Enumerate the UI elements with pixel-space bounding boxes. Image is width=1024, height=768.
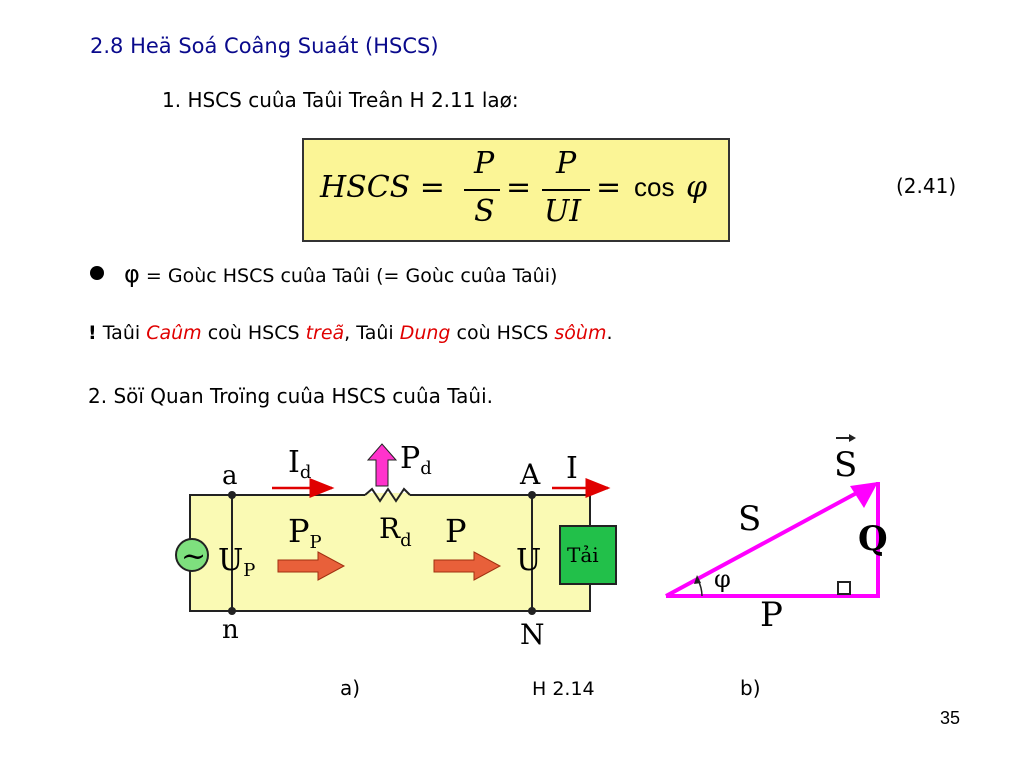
note-line: ! Taûi Caûm coù HSCS treã, Taûi Dung coù… xyxy=(88,322,613,344)
label-id: Id xyxy=(288,445,311,483)
label-s: S xyxy=(738,499,761,539)
circuit-body xyxy=(189,494,591,612)
note-text: . xyxy=(606,322,613,344)
note-text: coù HSCS xyxy=(450,322,555,344)
note-leading: sôùm xyxy=(554,322,607,344)
label-rd: Rd xyxy=(379,512,412,551)
caption-a: a) xyxy=(340,676,361,700)
formula-num1: P xyxy=(474,146,495,181)
formula-box: HSCS = P S = P UI = cos φ xyxy=(302,138,730,242)
slide-heading: 2.8 Heä Soá Coâng Suaát (HSCS) xyxy=(90,34,439,58)
label-up: UP xyxy=(218,543,255,581)
note-mark: ! xyxy=(88,322,97,344)
label-p: P xyxy=(445,512,467,550)
bullet-text: = Goùc HSCS cuûa Taûi (= Goùc cuûa Taûi) xyxy=(145,265,558,287)
label-p: P xyxy=(760,595,783,635)
note-capacitive: Dung xyxy=(399,322,451,344)
load-box xyxy=(559,525,617,585)
formula-den1: S xyxy=(474,194,495,229)
label-node-A: A xyxy=(519,458,541,491)
figure-caption: H 2.14 xyxy=(532,678,595,700)
resistor-icon xyxy=(364,487,411,503)
power-arrow-p xyxy=(433,551,502,581)
note-text: , Taûi xyxy=(344,322,400,344)
formula-cos: cos xyxy=(634,172,675,202)
label-node-N: N xyxy=(520,618,545,651)
caption-b: b) xyxy=(740,676,761,700)
power-arrow-pp xyxy=(277,551,346,581)
ac-source-icon xyxy=(175,538,209,572)
node-N-dot xyxy=(528,607,536,615)
phi-symbol: φ xyxy=(124,260,140,288)
right-angle-mark xyxy=(837,581,851,595)
equation-number: (2.41) xyxy=(896,174,957,198)
power-triangle-diagram: φ S S Q P xyxy=(665,434,888,635)
label-node-n: n xyxy=(222,615,239,645)
note-text: coù HSCS xyxy=(201,322,306,344)
load-label: Tải xyxy=(567,543,599,567)
node-A-dot xyxy=(528,491,536,499)
label-s-vector: S xyxy=(834,445,857,485)
power-loss-arrow xyxy=(366,443,398,487)
label-phi: φ xyxy=(714,565,731,593)
note-lagging: treã xyxy=(305,322,345,344)
formula-den2: UI xyxy=(544,194,582,229)
list-item-2: 2. Söï Quan Troïng cuûa HSCS cuûa Taûi. xyxy=(88,384,493,408)
label-pd: Pd xyxy=(400,441,432,479)
circuit-diagram: ~ Tải Id Pd a A I Rd PP P UP U n N xyxy=(175,441,617,651)
vector-arrowhead xyxy=(850,482,878,508)
bullet-dot xyxy=(90,266,104,280)
formula-eq2: = xyxy=(506,170,532,205)
formula-num2: P xyxy=(556,146,577,181)
formula-eq3: = xyxy=(596,170,622,205)
source-symbol: ~ xyxy=(181,539,206,574)
label-i: I xyxy=(566,451,578,486)
label-pp: PP xyxy=(288,512,322,553)
node-a-dot xyxy=(228,491,236,499)
note-inductive: Caûm xyxy=(146,322,202,344)
label-q: Q xyxy=(858,519,888,559)
page-number: 35 xyxy=(940,708,961,728)
node-n-dot xyxy=(228,607,236,615)
label-node-a: a xyxy=(222,461,238,491)
formula-phi: φ xyxy=(686,170,708,205)
formula-lhs: HSCS = xyxy=(320,170,445,205)
note-text: Taûi xyxy=(96,322,147,344)
apparent-power-vector xyxy=(665,487,865,598)
list-item-1: 1. HSCS cuûa Taûi Treân H 2.11 laø: xyxy=(162,88,519,112)
bullet-line: φ = Goùc HSCS cuûa Taûi (= Goùc cuûa Taû… xyxy=(124,260,557,288)
label-u: U xyxy=(516,543,541,578)
triangle-legs xyxy=(666,482,880,598)
